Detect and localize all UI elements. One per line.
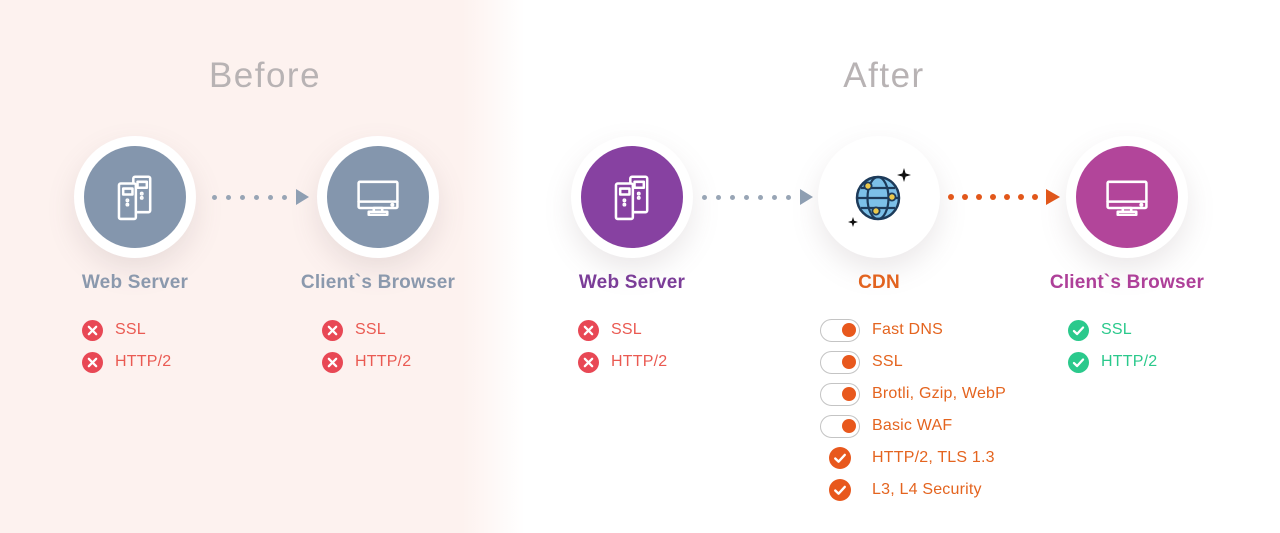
check-icon bbox=[829, 447, 851, 469]
toggle-on-icon bbox=[820, 414, 860, 438]
after-client-browser-feature-list: SSL HTTP/2 bbox=[1068, 319, 1157, 373]
after-web-server-node bbox=[571, 136, 693, 258]
after-web-server-feature-list: SSL HTTP/2 bbox=[578, 319, 667, 373]
check-icon bbox=[829, 479, 851, 501]
feature-row: HTTP/2, TLS 1.3 bbox=[820, 446, 1006, 470]
after-cdn-feature-list: Fast DNS SSL Brotli, Gzip, WebP Basic WA… bbox=[820, 318, 1006, 502]
before-client-browser-label: Client`s Browser bbox=[300, 272, 456, 293]
globe-network-icon bbox=[828, 146, 930, 248]
feature-label: HTTP/2 bbox=[1101, 353, 1158, 370]
cross-icon bbox=[322, 351, 343, 373]
toggle-on-icon bbox=[820, 382, 860, 406]
after-client-browser-label: Client`s Browser bbox=[1049, 272, 1205, 293]
feature-label: L3, L4 Security bbox=[872, 481, 982, 498]
feature-label: SSL bbox=[355, 321, 386, 338]
before-web-server-label: Web Server bbox=[81, 272, 189, 293]
feature-label: Basic WAF bbox=[872, 417, 953, 434]
before-web-server-feature-list: SSL HTTP/2 bbox=[82, 319, 171, 373]
after-cdn-label: CDN bbox=[858, 272, 900, 293]
feature-row: SSL bbox=[322, 319, 411, 341]
feature-label: SSL bbox=[1101, 321, 1132, 338]
server-icon bbox=[581, 146, 683, 248]
arrowhead-icon bbox=[296, 189, 309, 205]
before-client-browser-feature-list: SSL HTTP/2 bbox=[322, 319, 411, 373]
after-web-server-label: Web Server bbox=[578, 272, 686, 293]
feature-label: SSL bbox=[872, 353, 903, 370]
feature-label: SSL bbox=[611, 321, 642, 338]
feature-row: Basic WAF bbox=[820, 414, 1006, 438]
feature-row: SSL bbox=[1068, 319, 1157, 341]
feature-row: L3, L4 Security bbox=[820, 478, 1006, 502]
feature-label: HTTP/2 bbox=[115, 353, 172, 370]
feature-row: Fast DNS bbox=[820, 318, 1006, 342]
feature-row: HTTP/2 bbox=[322, 351, 411, 373]
before-flow-arrow bbox=[212, 189, 309, 205]
after-flow-arrow-to-client bbox=[948, 189, 1060, 205]
after-cdn-node bbox=[818, 136, 940, 258]
cross-icon bbox=[82, 351, 103, 373]
feature-label: SSL bbox=[115, 321, 146, 338]
after-section-title: After bbox=[843, 56, 925, 95]
arrowhead-icon bbox=[800, 189, 813, 205]
cross-icon bbox=[578, 319, 599, 341]
toggle-on-icon bbox=[820, 318, 860, 342]
feature-label: HTTP/2, TLS 1.3 bbox=[872, 449, 995, 466]
feature-row: SSL bbox=[578, 319, 667, 341]
check-icon bbox=[1068, 351, 1089, 373]
server-icon bbox=[84, 146, 186, 248]
feature-label: HTTP/2 bbox=[355, 353, 412, 370]
toggle-on-icon bbox=[820, 350, 860, 374]
cross-icon bbox=[578, 351, 599, 373]
feature-row: Brotli, Gzip, WebP bbox=[820, 382, 1006, 406]
feature-row: HTTP/2 bbox=[82, 351, 171, 373]
feature-label: Brotli, Gzip, WebP bbox=[872, 385, 1007, 402]
arrowhead-icon bbox=[1046, 189, 1060, 205]
cross-icon bbox=[82, 319, 103, 341]
feature-row: SSL bbox=[820, 350, 1006, 374]
feature-row: HTTP/2 bbox=[578, 351, 667, 373]
monitor-icon bbox=[1076, 146, 1178, 248]
monitor-icon bbox=[327, 146, 429, 248]
check-icon bbox=[1068, 319, 1089, 341]
before-section-title: Before bbox=[208, 56, 322, 95]
before-client-browser-node bbox=[317, 136, 439, 258]
before-panel-background bbox=[0, 0, 525, 533]
feature-row: HTTP/2 bbox=[1068, 351, 1157, 373]
feature-label: Fast DNS bbox=[872, 321, 943, 338]
before-web-server-node bbox=[74, 136, 196, 258]
feature-row: SSL bbox=[82, 319, 171, 341]
after-flow-arrow-to-cdn bbox=[702, 189, 813, 205]
cross-icon bbox=[322, 319, 343, 341]
after-client-browser-node bbox=[1066, 136, 1188, 258]
feature-label: HTTP/2 bbox=[611, 353, 668, 370]
